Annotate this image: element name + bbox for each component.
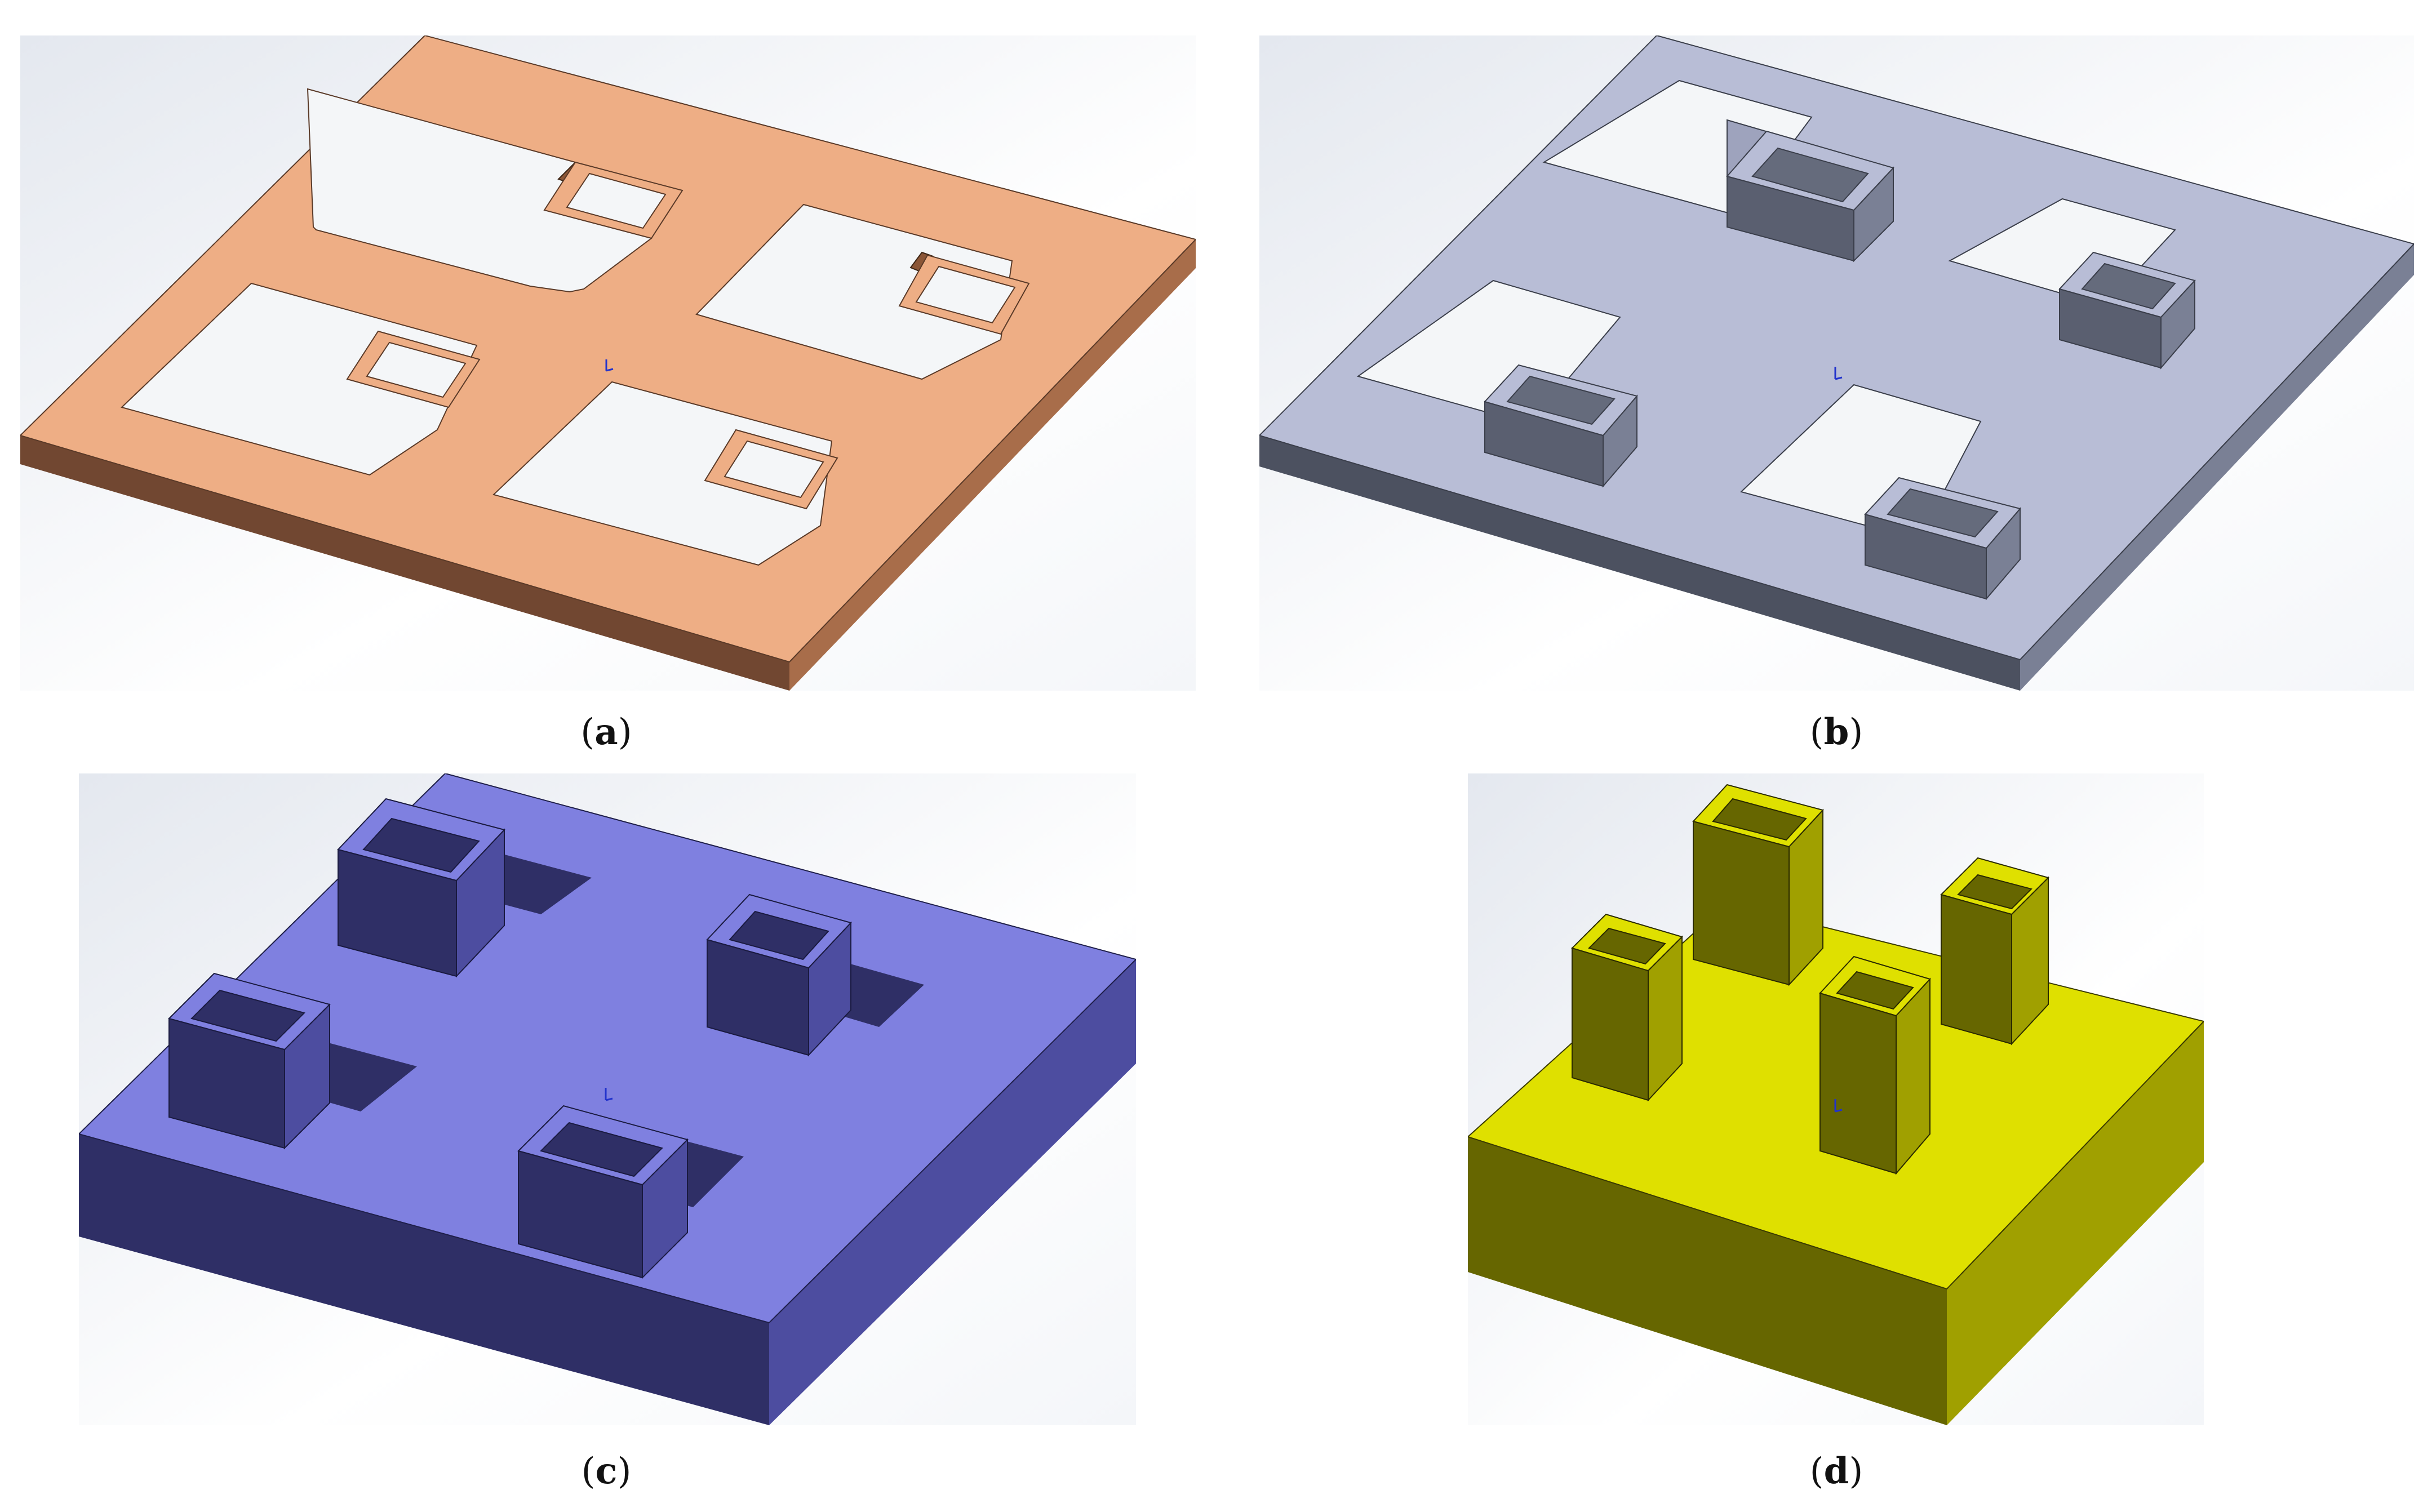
tall-tube-2 [1571,913,1683,1102]
square-slot-3-hole [366,341,467,398]
caption-a-label: a [594,711,618,753]
block-front-face [1468,1137,1947,1425]
panel-c-thick-plate-with-cubes [79,773,1136,1425]
block-front-face [79,1134,769,1425]
panel-c-drawing [79,773,1136,1425]
window-bottom-right [492,381,833,566]
window-top-right [695,203,1013,380]
tube-3 [1484,364,1638,488]
tube-4 [1864,477,2021,601]
plate-front-face [20,435,789,691]
origin-triad-icon [605,359,614,372]
tall-tube-4 [1819,955,1931,1175]
caption-d: (d) [1809,1450,1863,1492]
window-bottom-left [121,282,478,476]
tall-tube-1 [1692,784,1824,986]
block-side-face [1947,1021,2204,1425]
origin-triad-icon [1834,367,1843,380]
panel-b-drawing [1259,35,2414,691]
panel-a-drawing [20,35,1196,691]
plate-front-face [1259,435,2020,691]
caption-c: (c) [581,1450,632,1492]
panel-d-block-with-tall-tubes [1468,773,2204,1425]
origin-triad-icon [1834,1099,1843,1113]
origin-triad-icon [605,1088,613,1101]
panel-d-drawing [1468,773,2204,1425]
cube-1 [337,798,505,978]
plate-top-face [1259,35,2414,661]
block-side-face [769,959,1136,1425]
plate-side-face [2020,244,2414,691]
square-slot-4-hole [724,440,824,499]
caption-c-label: c [595,1450,618,1492]
cube-4 [517,1105,689,1279]
tube-2 [2058,251,2196,370]
square-slot-1-hole [566,172,667,229]
plate-side-face [789,239,1196,691]
caption-b: (b) [1809,711,1863,753]
cube-3 [168,972,331,1150]
cube-2 [706,893,852,1057]
caption-d-label: d [1823,1450,1849,1492]
panel-b-plate-with-tubes [1259,35,2414,691]
caption-b-label: b [1823,711,1849,753]
panel-a-plate-with-slots [20,35,1196,691]
caption-a: (a) [580,711,632,753]
square-slot-2-hole [915,265,1016,324]
tube-1 [1726,119,1894,263]
tall-tube-3 [1940,857,2049,1046]
